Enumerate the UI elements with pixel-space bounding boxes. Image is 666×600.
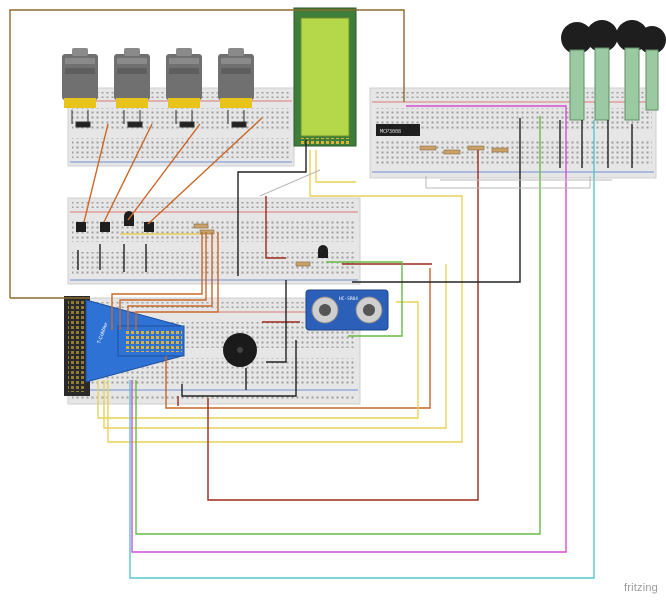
- wires-grey: [259, 169, 612, 197]
- wires-orange: [83, 117, 431, 409]
- wires-yellow: [97, 150, 463, 443]
- adc-chip: MCP3008: [376, 124, 420, 136]
- breadboard-middle: [67, 197, 361, 285]
- wires-green: [135, 116, 541, 535]
- dc-motor-icon: [166, 48, 202, 108]
- force-sensor-icon: [561, 22, 593, 121]
- dc-motor-icon: [62, 48, 98, 108]
- adc-label: MCP3008: [380, 129, 401, 135]
- ultrasonic-label: HC-SR04: [339, 296, 358, 302]
- wires-brown: [9, 9, 405, 299]
- dc-motor-icon: [114, 48, 150, 108]
- gpio-breakout-hat: T-Cobbler: [85, 299, 185, 383]
- force-sensor-icon: [638, 26, 666, 111]
- resistors-right: [419, 145, 509, 155]
- buzzer-icon: [223, 333, 257, 367]
- wires-cyan: [129, 120, 595, 579]
- force-sensor-icon: [586, 20, 618, 121]
- fritzing-brand: fritzing: [624, 582, 658, 594]
- resistors-middle: [193, 223, 311, 267]
- wires-magenta: [131, 105, 567, 553]
- lcd-display-icon: [293, 7, 357, 147]
- wires-red: [177, 150, 479, 501]
- dc-motor-icon: [218, 48, 254, 108]
- motor-diodes: [71, 110, 247, 128]
- wires-black: [77, 118, 633, 397]
- ultrasonic-sensor: HC-SR04: [305, 289, 389, 331]
